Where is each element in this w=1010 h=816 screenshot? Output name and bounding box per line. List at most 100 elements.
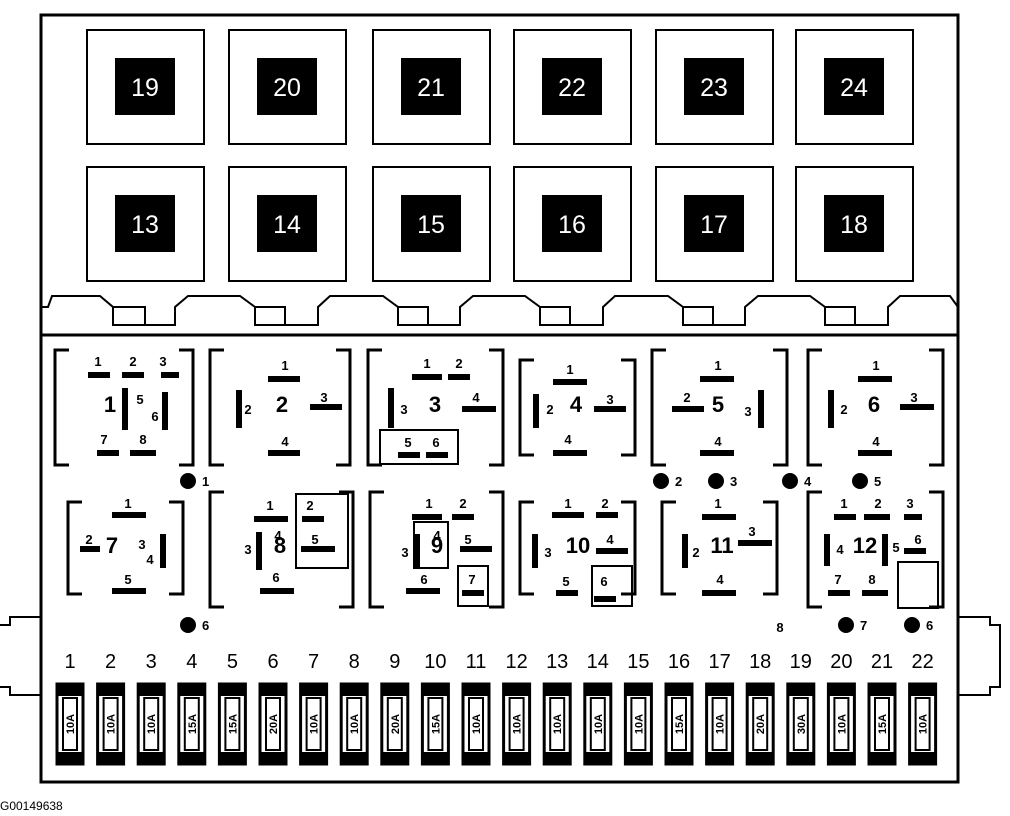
pin-label: 8 bbox=[139, 432, 146, 447]
fuse-body bbox=[752, 697, 769, 751]
terminal-slot bbox=[112, 588, 146, 594]
pin-label: 7 bbox=[468, 572, 475, 587]
relay-number: 19 bbox=[131, 74, 159, 102]
pin-label: 6 bbox=[151, 409, 158, 424]
sub-socket bbox=[897, 561, 939, 609]
pin-label: 3 bbox=[320, 390, 327, 405]
pin-label: 4 bbox=[714, 434, 722, 449]
terminal-slot bbox=[162, 392, 168, 430]
terminal-slot bbox=[302, 516, 324, 522]
figure-id: G00149638 bbox=[0, 799, 63, 813]
fuse-body bbox=[671, 697, 687, 751]
relay-bracket bbox=[366, 348, 505, 467]
fuse-body bbox=[792, 697, 809, 751]
fuse-number: 4 bbox=[186, 651, 197, 673]
fuse-cap-top bbox=[381, 684, 408, 696]
fuse-cap-top bbox=[584, 684, 611, 696]
fuse-cap-bottom bbox=[138, 752, 165, 764]
pin-label: 2 bbox=[85, 532, 92, 547]
sub-socket bbox=[591, 565, 633, 607]
pin-label: 3 bbox=[401, 545, 408, 560]
fuse-rating: 15A bbox=[430, 714, 442, 734]
upper-relay-18: 18 bbox=[795, 166, 914, 282]
terminal-slot bbox=[260, 588, 294, 594]
fuse-number: 5 bbox=[227, 651, 238, 673]
pin-label: 6 bbox=[272, 570, 279, 585]
terminal-slot bbox=[414, 534, 420, 568]
relay-block bbox=[684, 195, 744, 252]
fuse-number: 8 bbox=[349, 651, 360, 673]
fuse-rating: 30A bbox=[796, 714, 808, 734]
fuse-18: 18 20A bbox=[745, 651, 775, 766]
fuse-body bbox=[143, 697, 160, 751]
relay-number: 23 bbox=[700, 74, 728, 102]
fuse-cap-bottom bbox=[97, 752, 124, 764]
fuse-number: 19 bbox=[790, 651, 812, 673]
pin-label: 1 bbox=[840, 496, 847, 511]
fuse-rating: 20A bbox=[755, 714, 767, 734]
connector-label: 8 bbox=[776, 620, 783, 635]
upper-relay-15: 15 bbox=[372, 166, 491, 282]
fuse-body bbox=[468, 697, 484, 751]
pin-label: 3 bbox=[138, 537, 145, 552]
terminal-slot bbox=[448, 374, 470, 380]
terminal-slot bbox=[556, 590, 578, 596]
fuse-body bbox=[346, 697, 363, 751]
socket-outline bbox=[372, 166, 491, 282]
pin-label: 1 bbox=[714, 496, 721, 511]
pin-label: 3 bbox=[244, 542, 251, 557]
terminal-slot bbox=[130, 450, 156, 456]
relay-number: 16 bbox=[558, 211, 586, 239]
terminal-slot bbox=[596, 512, 618, 518]
latch-notch bbox=[398, 306, 429, 325]
pin-label: 2 bbox=[459, 496, 466, 511]
fuse-number: 6 bbox=[267, 651, 278, 673]
relay-number: 21 bbox=[417, 74, 445, 102]
socket-outline bbox=[372, 29, 491, 145]
pin-label: 4 bbox=[564, 432, 572, 447]
latch-strip bbox=[41, 295, 959, 326]
pin-label: 2 bbox=[306, 498, 313, 513]
fuse-number: 2 bbox=[105, 651, 116, 673]
latch-notch bbox=[255, 306, 286, 325]
panel-outline bbox=[39, 13, 960, 784]
latch-outline bbox=[41, 295, 959, 326]
fuse-body bbox=[224, 697, 241, 751]
connector-marker-1: 1 bbox=[180, 473, 209, 489]
fuse-cap-bottom bbox=[909, 752, 936, 764]
connector-dot bbox=[838, 617, 854, 633]
fuse-cap-bottom bbox=[178, 752, 205, 764]
fuse-rating: 10A bbox=[633, 714, 645, 734]
pin-label: 1 bbox=[124, 496, 131, 511]
fuse-cap-top bbox=[869, 684, 895, 696]
relay-bracket bbox=[806, 348, 945, 467]
terminal-slot bbox=[122, 388, 128, 430]
terminal-slot bbox=[702, 514, 736, 520]
socket-outline bbox=[228, 166, 347, 282]
relay-bracket bbox=[208, 348, 352, 467]
fuse-cap-bottom bbox=[341, 752, 368, 764]
connector-label: 1 bbox=[202, 474, 209, 489]
relay-block bbox=[401, 195, 461, 252]
relay-position-number: 10 bbox=[566, 533, 590, 558]
fuse-body bbox=[549, 697, 566, 751]
socket-outline bbox=[513, 29, 632, 145]
terminal-slot bbox=[553, 450, 587, 456]
terminal-slot bbox=[310, 404, 342, 410]
left-mounting-tab bbox=[0, 616, 41, 696]
fuse-number: 1 bbox=[64, 651, 75, 673]
fuse-number: 18 bbox=[749, 651, 771, 673]
fuse-rating: 10A bbox=[918, 714, 930, 734]
fuse-number: 21 bbox=[871, 651, 893, 673]
fuse-number: 7 bbox=[308, 651, 319, 673]
relay-block bbox=[257, 195, 317, 252]
relay-position-number: 8 bbox=[274, 533, 286, 558]
relay-block bbox=[542, 195, 602, 252]
fuse-rating: 10A bbox=[512, 714, 524, 734]
pin-label: 2 bbox=[455, 356, 462, 371]
